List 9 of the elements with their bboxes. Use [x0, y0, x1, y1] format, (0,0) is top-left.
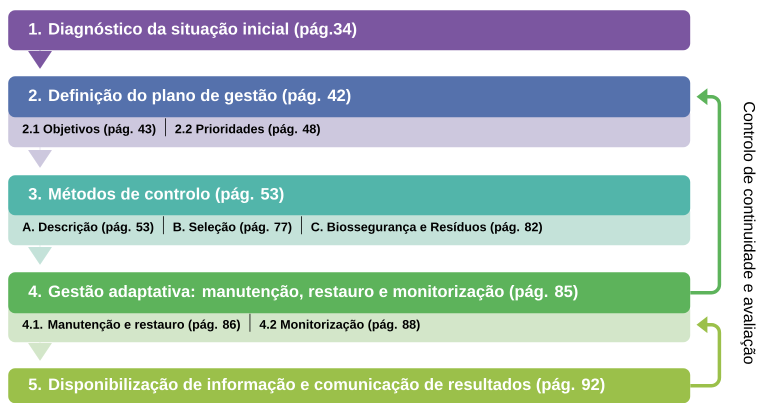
chevron-arrow [28, 146, 52, 168]
step-header: 3. Métodos de controlo (pág. 53) [8, 175, 690, 216]
chevron-arrow [28, 341, 52, 361]
chevron-arrow [28, 49, 52, 69]
side-label: Controlo de continuidade e avaliação [740, 102, 756, 364]
step-header: 5. Disponibilização de informação e comunicação de resultados (pág. 92) [8, 368, 690, 403]
step-header: 2. Definição do plano de gestão (pág. 42) [8, 76, 690, 118]
chevron-arrow [28, 244, 52, 265]
step-header: 4. Gestão adaptativa: manutenção, restauro e monitorização (pág. 85) [8, 272, 690, 314]
